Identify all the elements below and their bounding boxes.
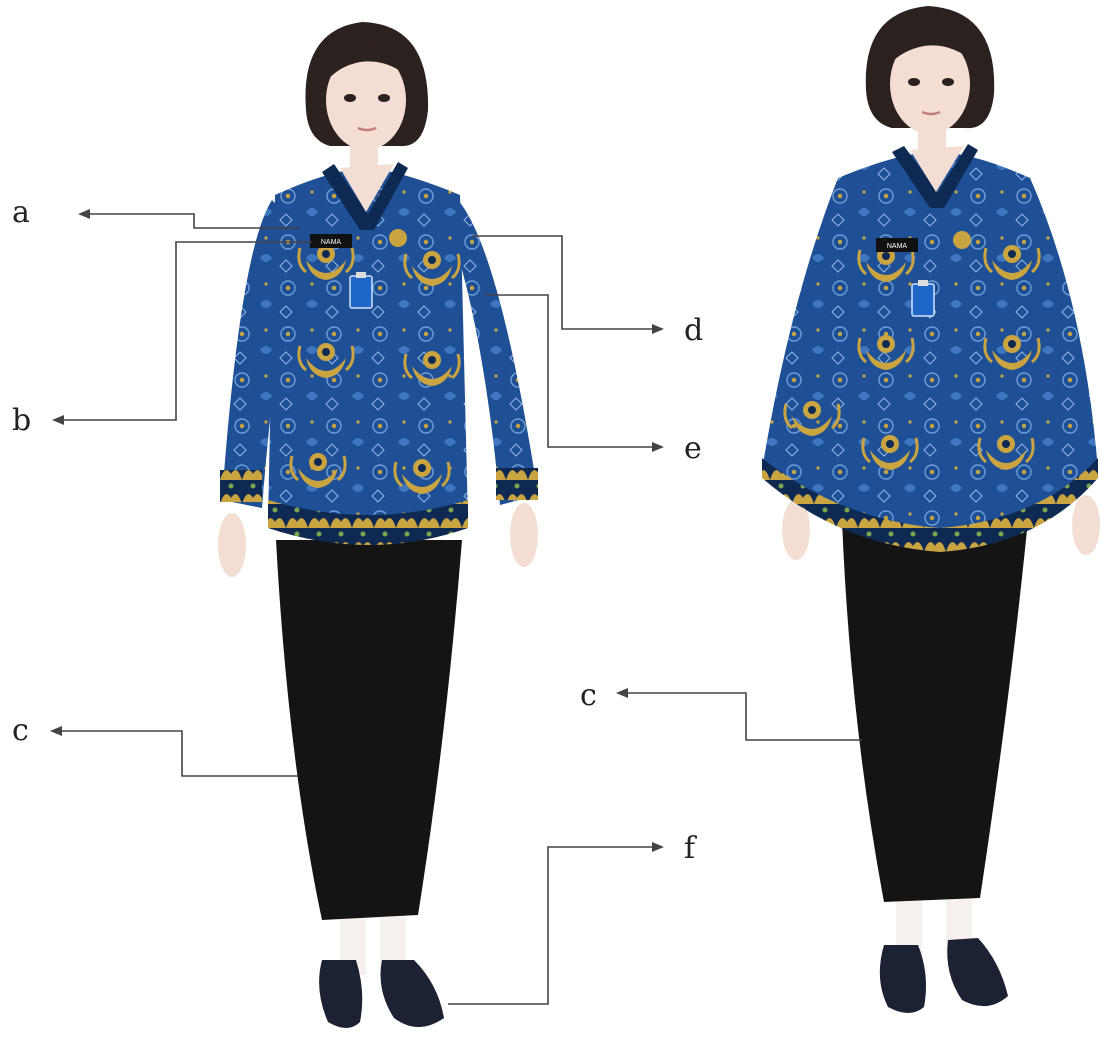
name-badge-text: NAMA <box>887 243 908 250</box>
arrow-left-icon <box>50 726 62 736</box>
arrow-left-icon <box>616 688 628 698</box>
label-f: f <box>684 831 697 866</box>
figure-maternity-blouse: NAMA <box>762 6 1100 1013</box>
label-e: e <box>684 431 702 466</box>
label-c-right: c <box>580 678 597 713</box>
shoe-icon <box>947 938 1008 1006</box>
blouse-body <box>762 152 1098 540</box>
arrow-left-icon <box>78 209 90 219</box>
id-card-icon <box>912 284 934 316</box>
eye <box>942 78 954 86</box>
right-hand <box>510 503 538 567</box>
id-card-clip <box>918 280 928 286</box>
arrow-right-icon <box>652 842 664 852</box>
shoe-icon <box>381 960 445 1027</box>
shoe-icon <box>880 945 926 1013</box>
arrow-left-icon <box>52 415 64 425</box>
label-b: b <box>12 403 31 438</box>
figure-regular-blouse: NAMA <box>218 22 538 1028</box>
id-card-clip <box>356 272 366 278</box>
left-cuff <box>220 470 262 502</box>
leader-line-f <box>448 847 652 1004</box>
name-badge-text: NAMA <box>321 239 342 246</box>
skirt <box>842 520 1028 902</box>
eye <box>344 94 356 102</box>
arrow-right-icon <box>652 324 664 334</box>
emblem-pin <box>389 229 407 247</box>
right-hand <box>1072 495 1100 555</box>
id-card-icon <box>350 276 372 308</box>
right-cuff <box>496 468 538 500</box>
eye <box>378 94 390 102</box>
skirt <box>276 540 462 920</box>
shoe-icon <box>319 960 362 1028</box>
label-d: d <box>684 313 703 348</box>
arrow-right-icon <box>652 442 664 452</box>
label-a: a <box>12 195 30 230</box>
left-hand <box>218 513 246 577</box>
label-c-left: c <box>12 713 29 748</box>
emblem-pin <box>953 231 971 249</box>
leader-line-c-left <box>60 731 298 776</box>
leader-line-c-right <box>628 693 862 740</box>
eye <box>908 78 920 86</box>
